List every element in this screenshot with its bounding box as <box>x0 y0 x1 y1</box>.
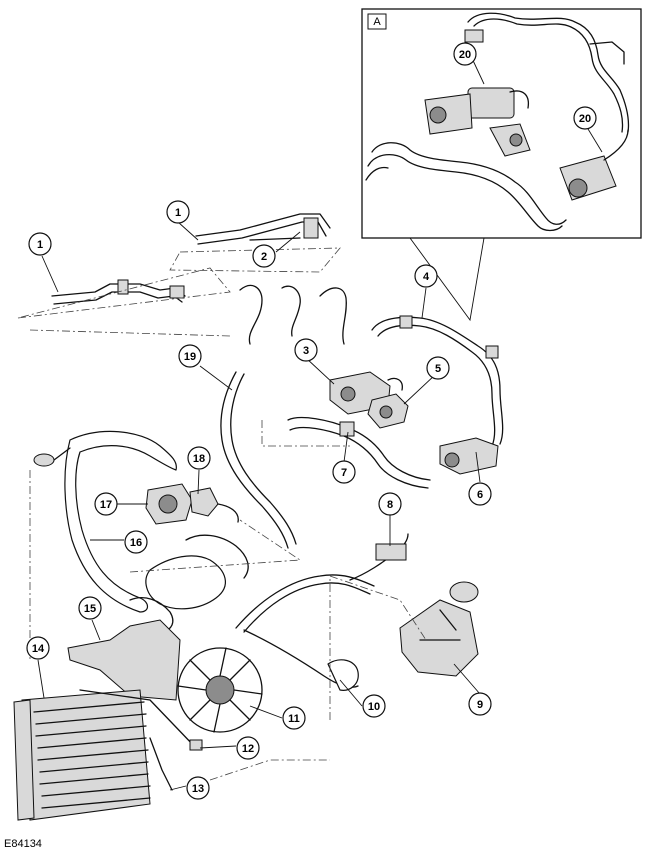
callout-10: 10 <box>362 694 386 718</box>
svg-text:2: 2 <box>261 251 267 263</box>
svg-text:19: 19 <box>184 351 196 363</box>
hose-19 <box>220 371 297 549</box>
callout-6: 6 <box>468 482 492 506</box>
svg-text:1: 1 <box>37 239 43 251</box>
valve-6 <box>439 437 499 475</box>
phantom-1a <box>17 267 231 319</box>
detail-a-label-box <box>367 13 387 30</box>
callout-15: 15 <box>78 596 102 620</box>
water-pump-17 <box>145 483 193 525</box>
detail-hose-upper-inner <box>473 18 624 133</box>
hose-assembly-7 <box>287 416 431 489</box>
svg-text:20: 20 <box>579 113 591 125</box>
hose-small-a <box>239 284 263 345</box>
callout-16: 16 <box>124 530 148 554</box>
expansion-tank-9 <box>399 581 479 677</box>
detail-hose-end <box>365 166 389 181</box>
detail-a-label: A <box>373 16 381 28</box>
detail-egr-cooler-right <box>559 129 629 201</box>
detail-hose-lower <box>371 142 567 225</box>
hose-assembly-1b <box>195 213 331 245</box>
callout-5: 5 <box>426 356 450 380</box>
detail-a-inset: A <box>361 8 642 239</box>
hose-small-c <box>319 287 347 345</box>
detail-connector-top <box>464 29 484 43</box>
callout-8: 8 <box>378 492 402 516</box>
phantom-line-a <box>29 329 231 337</box>
figure-reference: E84134 <box>4 838 42 850</box>
lower-hose-group <box>129 534 249 633</box>
thermostat-5 <box>367 393 409 429</box>
svg-text:10: 10 <box>368 701 380 713</box>
thermostat-housing-18 <box>189 487 239 523</box>
svg-text:20: 20 <box>459 49 471 61</box>
phantom-bottom <box>209 759 330 781</box>
hose-assembly-4 <box>371 315 504 447</box>
hose-small-b <box>281 285 301 337</box>
callout-4: 4 <box>414 264 438 288</box>
phantom-right <box>329 575 427 720</box>
svg-text:1: 1 <box>175 207 181 219</box>
hose-assembly-1a <box>51 279 186 305</box>
detail-hose-upper <box>467 12 630 133</box>
callout-13: 13 <box>186 776 210 800</box>
bracket-12-13 <box>79 689 203 791</box>
callout-12: 12 <box>236 736 260 760</box>
callout-20a: 20 <box>453 42 477 66</box>
svg-text:9: 9 <box>477 699 483 711</box>
svg-text:6: 6 <box>477 489 483 501</box>
callout-1b: 1 <box>166 200 190 224</box>
callout-18: 18 <box>187 446 211 470</box>
callout-9: 9 <box>468 692 492 716</box>
detail-hose-branch <box>589 41 625 65</box>
svg-text:16: 16 <box>130 537 142 549</box>
hose-16 <box>33 430 177 613</box>
callout-17: 17 <box>94 492 118 516</box>
callout-14: 14 <box>26 636 50 660</box>
svg-text:5: 5 <box>435 363 441 375</box>
svg-text:14: 14 <box>32 643 45 655</box>
svg-text:8: 8 <box>387 499 393 511</box>
hose-8 <box>349 533 409 581</box>
callout-11: 11 <box>282 706 306 730</box>
svg-text:7: 7 <box>341 467 347 479</box>
svg-text:4: 4 <box>423 271 430 283</box>
callout-2: 2 <box>252 244 276 268</box>
detail-hose-lower-inner <box>367 154 563 232</box>
callout-7: 7 <box>332 460 356 484</box>
svg-text:15: 15 <box>84 603 96 615</box>
callout-3: 3 <box>294 338 318 362</box>
leader-lines <box>37 221 481 791</box>
detail-egr-cooler-left <box>424 87 531 157</box>
svg-text:11: 11 <box>288 713 300 725</box>
phantom-mid <box>261 420 350 447</box>
svg-text:12: 12 <box>242 743 254 755</box>
radiator-14 <box>13 689 151 821</box>
svg-text:17: 17 <box>100 499 112 511</box>
pipe-10 <box>235 574 375 691</box>
callout-20b: 20 <box>573 106 597 130</box>
fan-shroud-15 <box>67 619 181 701</box>
callout-1a: 1 <box>28 232 52 256</box>
svg-text:13: 13 <box>192 783 204 795</box>
cooling-fan-11 <box>177 647 263 733</box>
callout-19: 19 <box>178 344 202 368</box>
phantom-1b <box>169 247 341 273</box>
svg-text:3: 3 <box>303 345 309 357</box>
svg-text:18: 18 <box>193 453 205 465</box>
